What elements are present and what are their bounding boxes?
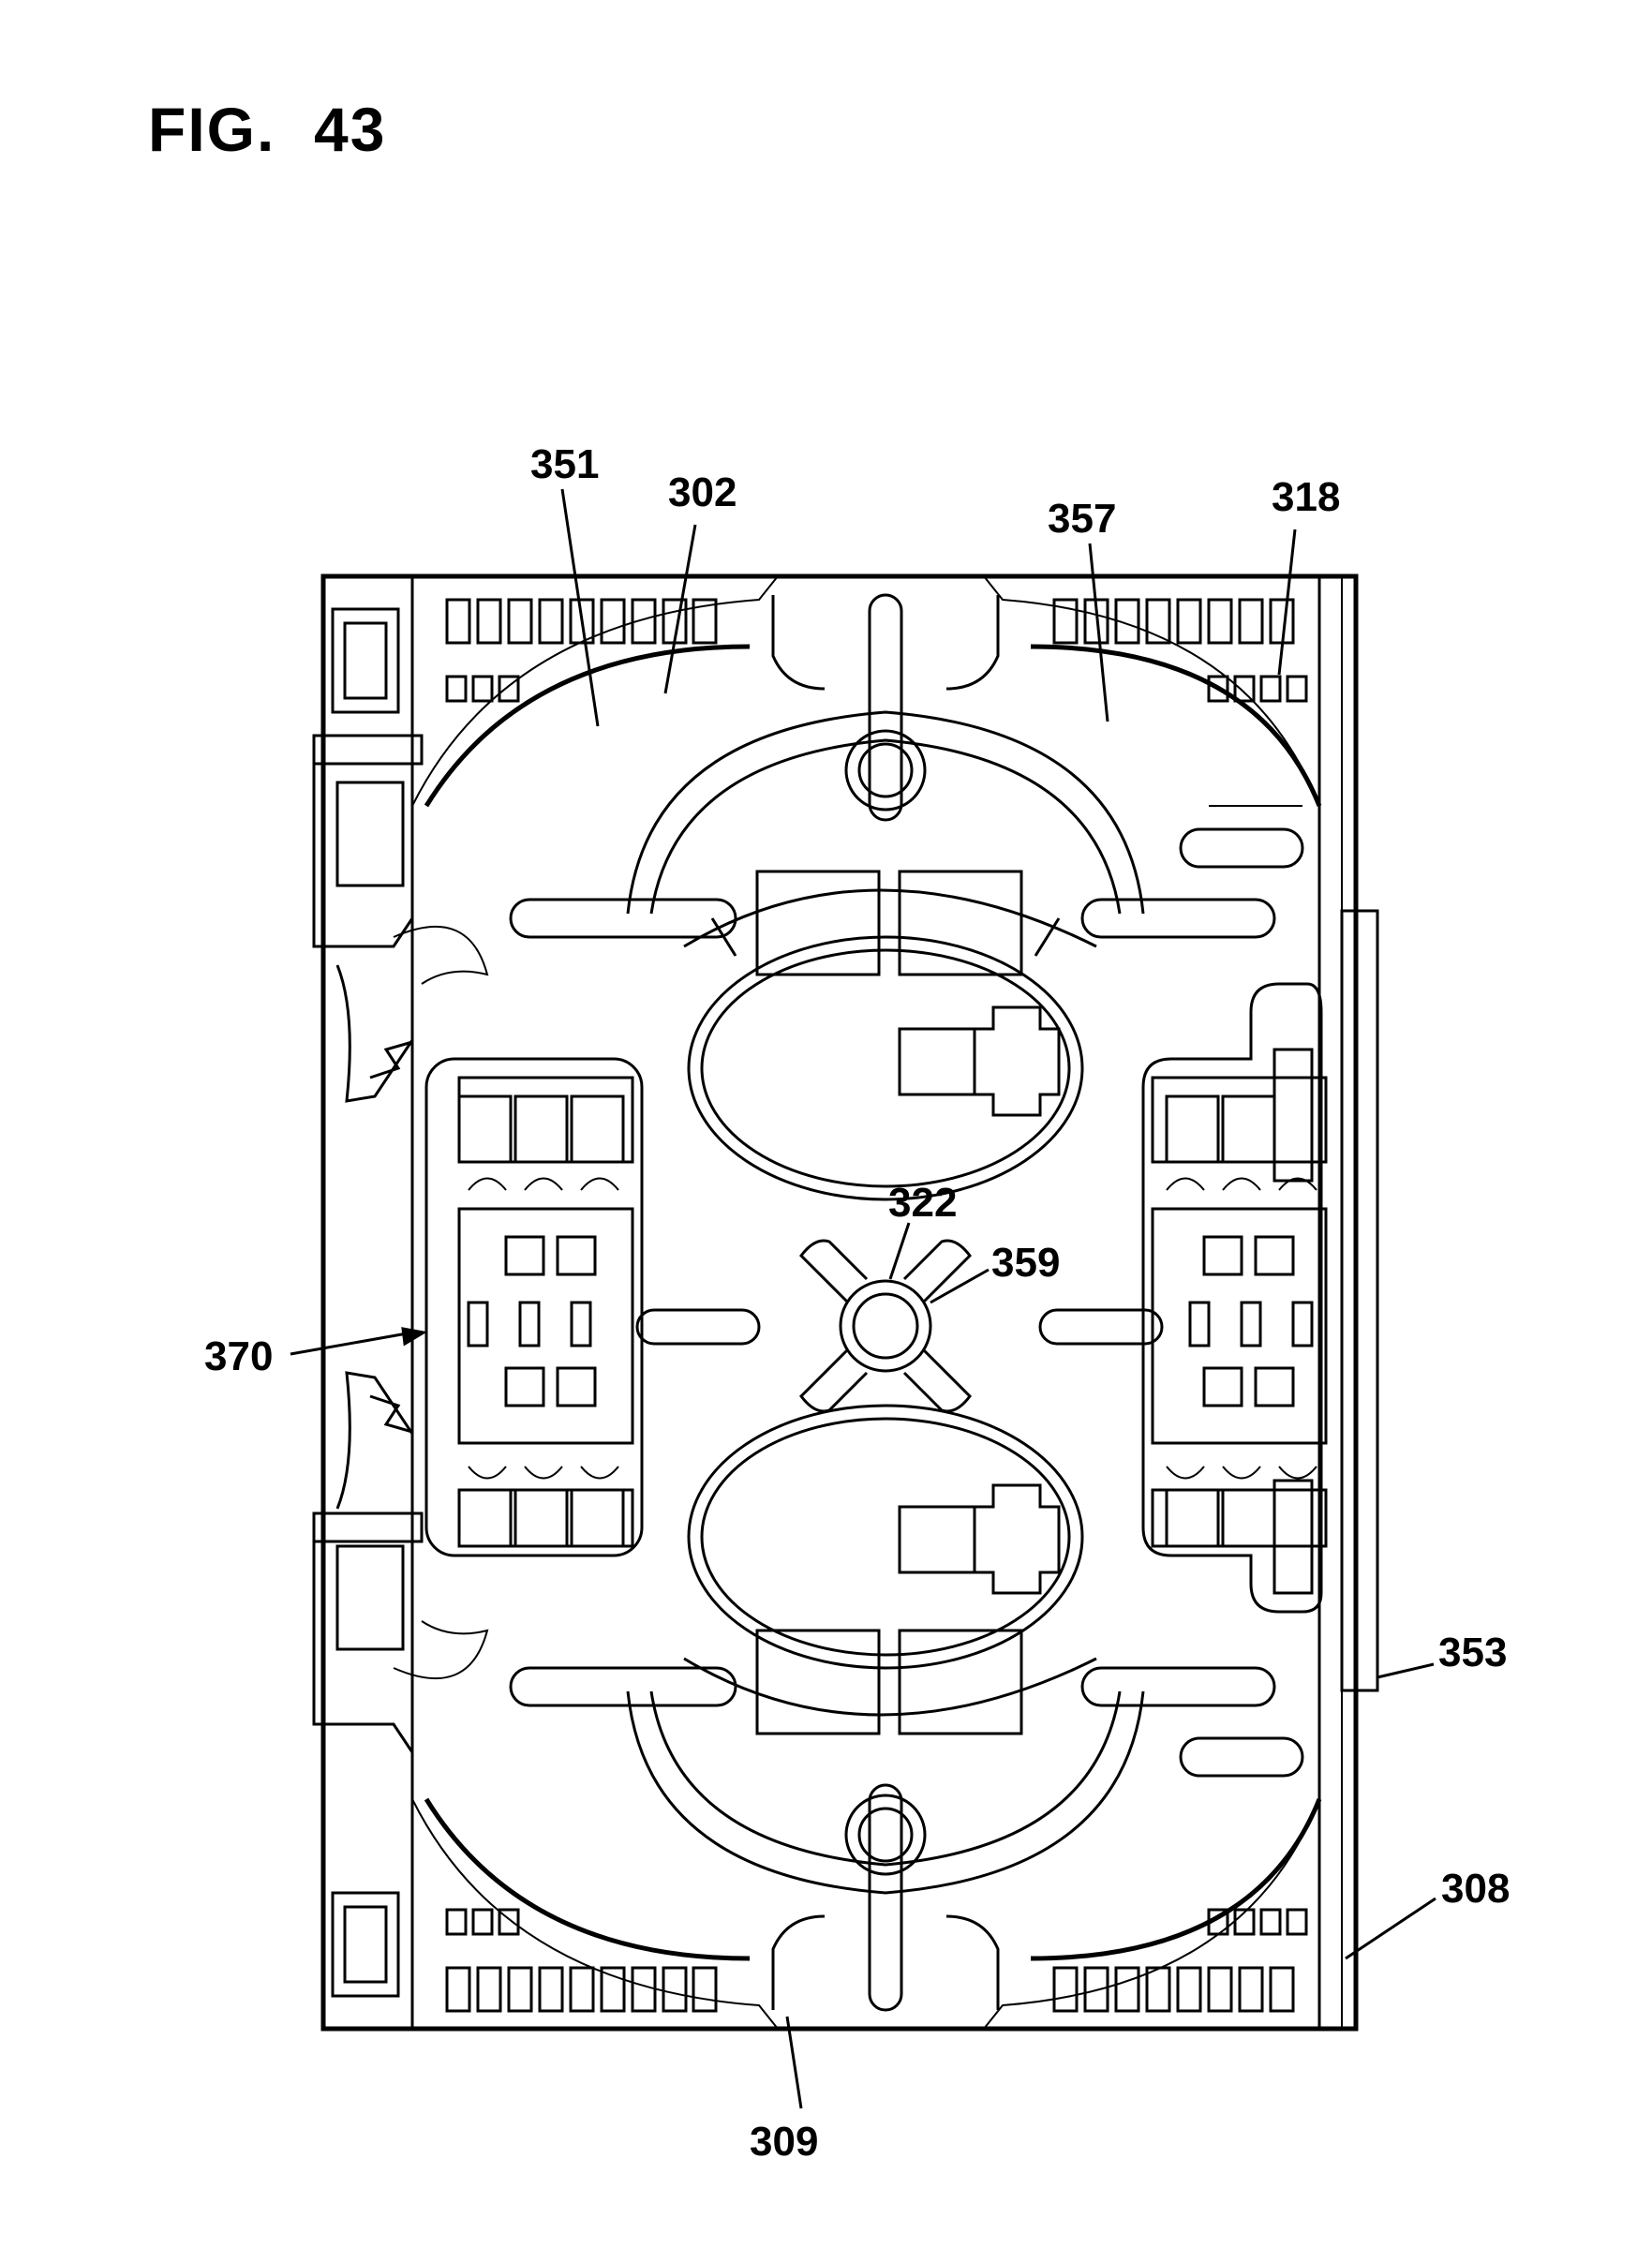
edge-plate	[1340, 909, 1379, 1692]
leader-359	[930, 1268, 990, 1304]
slot-rows	[445, 598, 1308, 2013]
label-351: 351	[530, 441, 599, 487]
label-308: 308	[1441, 1866, 1510, 1912]
leader-322	[888, 1222, 911, 1280]
leader-370	[290, 1331, 413, 1356]
lower-oval	[683, 1404, 1097, 1735]
leader-lines	[290, 488, 1436, 2109]
figure-title: FIG. 43	[148, 95, 387, 164]
bottom-right-slots	[1052, 1908, 1308, 2013]
label-370: 370	[204, 1333, 273, 1379]
lower-spool	[509, 1666, 1304, 2012]
label-309: 309	[750, 2119, 818, 2165]
label-318: 318	[1272, 474, 1340, 520]
label-353: 353	[1438, 1630, 1507, 1675]
leader-357	[1088, 543, 1109, 722]
top-left-slots	[445, 598, 718, 703]
center-hub	[799, 1239, 972, 1413]
label-302: 302	[668, 469, 737, 515]
upper-spool	[509, 593, 1304, 939]
leader-318	[1277, 529, 1297, 676]
center-arms	[635, 1308, 1164, 1346]
routing-arcs	[411, 575, 1322, 2030]
leader-353	[1377, 1662, 1435, 1679]
leader-308	[1345, 1897, 1436, 1960]
tray-outline	[320, 573, 1379, 2032]
leader-351	[560, 488, 600, 727]
label-357: 357	[1048, 496, 1116, 542]
reference-numerals: 351 302 357 318 322 359 370 353 308 309	[204, 441, 1510, 2165]
bottom-left-slots	[445, 1908, 718, 2013]
leader-302	[663, 524, 697, 694]
left-adapter-block	[424, 1057, 644, 1557]
leader-309	[785, 2016, 803, 2109]
label-359: 359	[991, 1240, 1060, 1286]
leader-370-arrowhead	[401, 1327, 428, 1347]
right-adapter-block	[1141, 982, 1328, 1614]
left-hinges	[312, 607, 489, 1998]
upper-oval	[683, 870, 1097, 1201]
label-322: 322	[888, 1180, 957, 1226]
